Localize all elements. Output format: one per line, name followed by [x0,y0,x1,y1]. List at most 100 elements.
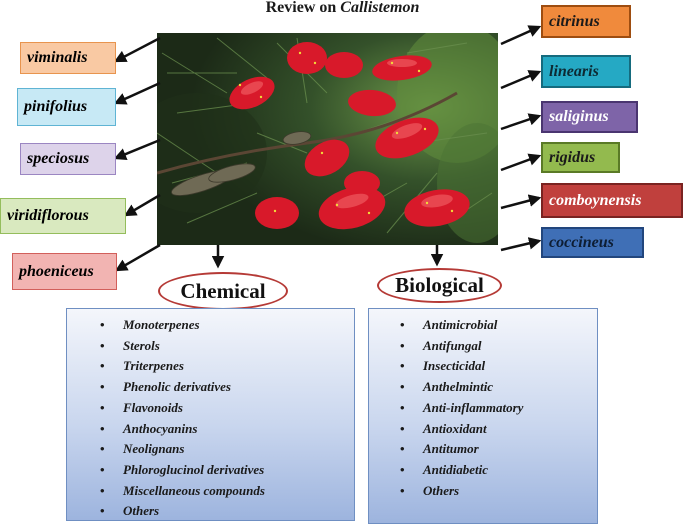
species-label: phoeniceus [19,262,94,280]
arrow-viridiflorous [123,193,161,217]
species-comboynensis: comboynensis [541,183,683,218]
list-item: • Antitumor [400,439,523,460]
item-text: Insecticidal [423,358,486,374]
list-item: • Triterpenes [100,356,265,377]
biological-panel: • Antimicrobial • Antifungal • Insecticidal… [368,308,598,524]
item-text: Others [123,503,160,519]
item-text: Antidiabetic [423,461,488,477]
bullet: • [400,379,405,395]
list-item: • Neolignans [100,439,265,460]
bullet: • [400,441,405,457]
item-text: Neolignans [123,441,185,457]
arrow-phoeniceus [114,243,161,272]
item-text: Sterols [123,337,160,353]
list-item: • Anthelmintic [400,377,523,398]
arrow-rigidus [500,153,542,172]
item-text: Others [423,482,460,498]
list-item: • Phloroglucinol derivatives [100,460,265,481]
arrow-speciosus [113,138,161,160]
item-text: Anthelmintic [423,379,494,395]
item-text: Miscellaneous compounds [123,482,265,498]
item-text: Anthocyanins [123,420,198,436]
species-label: rigidus [549,148,596,166]
chemical-list: • Monoterpenes • Sterols • Triterpenes • Phe… [100,315,265,522]
species-citrinus: citrinus [541,5,631,38]
bullet: • [100,420,105,436]
item-text: Flavonoids [123,399,183,415]
photo-drawing [157,33,498,245]
list-item: • Antimicrobial [400,315,523,336]
item-text: Monoterpenes [123,317,200,332]
bullet: • [400,337,405,353]
list-item: • Phenolic derivatives [100,377,265,398]
bullet: • [400,482,405,498]
species-rigidus: rigidus [541,142,620,173]
bullet: • [100,441,105,457]
arrow-linearis [500,70,542,90]
bullet: • [100,317,105,332]
species-label: pinifolius [24,98,88,115]
species-label: speciosus [27,150,90,167]
title-prefix: Review on [265,0,341,16]
item-text: Phenolic derivatives [123,379,231,395]
list-item: • Antioxidant [400,419,523,440]
bullet: • [100,461,105,477]
biological-list: • Antimicrobial • Antifungal • Insecticidal… [400,315,524,502]
item-text: Antifungal [423,337,482,353]
bullet: • [100,503,105,519]
arrow-pinifolius [113,81,161,105]
species-label: viridiflorous [7,207,89,224]
species-label: comboynensis [549,191,642,209]
list-item: • Monoterpenes [100,315,265,336]
biological-label: Biological [395,273,484,297]
species-coccineus: coccineus [541,227,644,258]
bullet: • [100,358,105,374]
list-item: • Antifungal [400,336,523,357]
item-text: Antimicrobial [423,317,498,332]
bullet: • [400,420,405,436]
arrow-saliginus [500,113,542,131]
chemical-panel: • Monoterpenes • Sterols • Triterpenes • Phe… [66,308,355,521]
species-linearis: linearis [541,55,631,88]
bullet: • [100,482,105,498]
list-item: • Miscellaneous compounds [100,481,265,502]
item-text: Antitumor [423,441,479,457]
callistemon-photo [157,33,498,245]
arrow-coccineus [500,237,542,252]
species-label: citrinus [549,12,600,30]
item-text: Phloroglucinol derivatives [123,461,265,477]
bullet: • [100,379,105,395]
chemical-oval: Chemical [158,272,288,310]
species-label: linearis [549,62,599,80]
species-saliginus: saliginus [541,101,638,133]
item-text: Anti-inflammatory [423,399,524,415]
species-viminalis: viminalis [20,42,116,74]
list-item: • Others [400,481,523,502]
list-item: • Others [100,501,265,522]
list-item: • Insecticidal [400,356,523,377]
bullet: • [400,358,405,374]
list-item: • Antidiabetic [400,460,523,481]
page-title: Review on Callistemon [0,0,685,17]
list-item: • Anthocyanins [100,419,265,440]
bullet: • [100,337,105,353]
bullet: • [400,399,405,415]
species-pinifolius: pinifolius [17,88,116,126]
title-genus: Callistemon [340,0,420,16]
species-label: saliginus [549,108,609,125]
arrow-viminalis [113,36,161,63]
arrow-comboynensis [500,194,542,210]
item-text: Antioxidant [423,420,487,436]
species-phoeniceus: phoeniceus [12,253,117,290]
item-text: Triterpenes [123,358,184,374]
bullet: • [400,461,405,477]
species-viridiflorous: viridiflorous [0,198,126,234]
bullet: • [400,317,405,332]
biological-oval: Biological [377,268,502,303]
arrow-citrinus [500,25,542,46]
species-label: coccineus [549,233,614,251]
species-speciosus: speciosus [20,143,116,175]
list-item: • Flavonoids [100,398,265,419]
bullet: • [100,399,105,415]
